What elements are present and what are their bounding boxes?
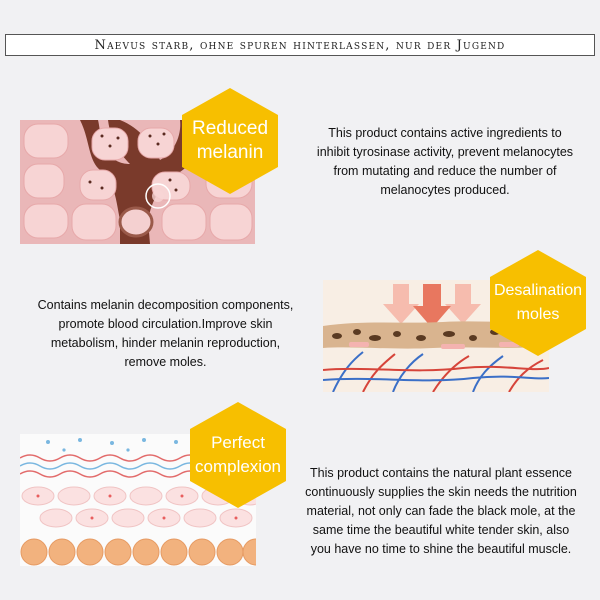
badge-perfect-complexion: Perfect complexion <box>183 400 293 510</box>
description-reduced-melanin: This product contains active ingredients… <box>316 126 574 197</box>
badge-label: Desalination moles <box>493 282 583 323</box>
badge-desalination-moles: Desalination moles <box>483 248 593 358</box>
badge-label: Reduced melanin <box>191 118 269 163</box>
headline-banner: Naevus starb, ohne spuren hinterlassen, … <box>5 34 595 56</box>
badge-label: Perfect complexion <box>195 433 281 476</box>
description-perfect-complexion: This product contains the natural plant … <box>305 466 577 556</box>
headline-text: Naevus starb, ohne spuren hinterlassen, … <box>94 37 506 53</box>
complexion-illustration <box>20 434 256 566</box>
badge-reduced-melanin: Reduced melanin <box>175 86 285 196</box>
description-desalination-moles: Contains melanin decomposition component… <box>37 298 294 369</box>
